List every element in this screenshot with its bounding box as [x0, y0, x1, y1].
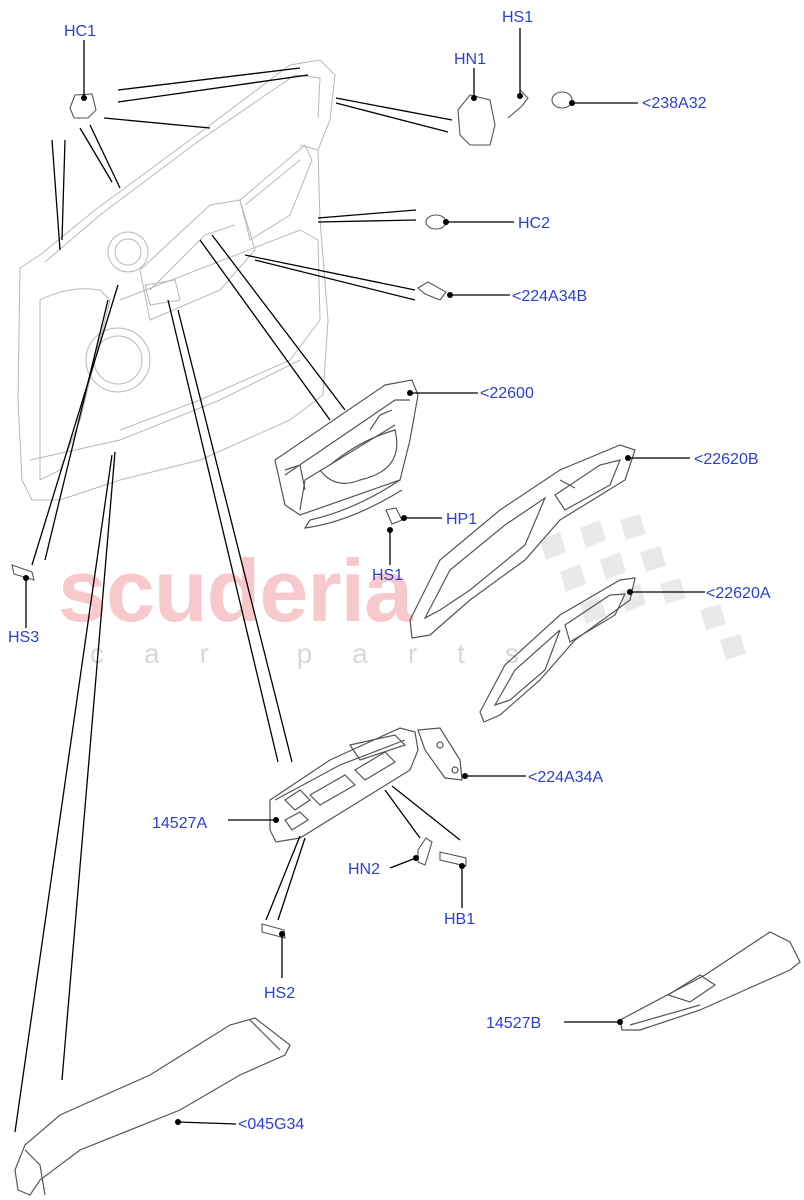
- watermark-brand: scuderia: [58, 541, 413, 640]
- callout-hc2[interactable]: HC2: [518, 215, 551, 232]
- callout-hs2[interactable]: HS2: [264, 985, 296, 1002]
- callout-hs3[interactable]: HS3: [8, 629, 40, 646]
- callout-hs1-mid[interactable]: HS1: [372, 567, 404, 584]
- callout-14527b[interactable]: 14527B: [486, 1015, 542, 1032]
- door-handle-bezel-a-part: [479, 577, 636, 723]
- callout-224a34a[interactable]: <224A34A: [528, 769, 604, 786]
- callout-22620a[interactable]: <22620A: [706, 585, 771, 602]
- watermark-tagline: car parts: [90, 638, 559, 669]
- callout-hb1[interactable]: HB1: [444, 911, 476, 928]
- screw-hs2-part: [261, 923, 286, 939]
- clip-238a32-part: [551, 91, 573, 109]
- callout-238a32[interactable]: <238A32: [642, 95, 707, 112]
- callout-hs1-top[interactable]: HS1: [502, 9, 534, 26]
- nut-hn1-part: [457, 94, 496, 146]
- clip-224a34b-part: [417, 281, 447, 301]
- callout-224a34b[interactable]: <224A34B: [512, 288, 588, 305]
- screw-hs1-top-part: [507, 89, 529, 119]
- door-handle-housing-part: [274, 379, 419, 529]
- screw-hs3-part: [11, 564, 35, 581]
- switch-pack-b-part: [619, 931, 801, 1031]
- callout-hc1[interactable]: HC1: [64, 23, 97, 40]
- door-handle-bezel-b-part: [409, 444, 636, 639]
- callout-22620b[interactable]: <22620B: [694, 451, 759, 468]
- leader-dots: [23, 93, 633, 1125]
- callout-14527a[interactable]: 14527A: [152, 815, 208, 832]
- small-parts: [11, 89, 573, 939]
- callout-hn1[interactable]: HN1: [454, 51, 487, 68]
- bolt-hb1-part: [439, 851, 467, 867]
- callout-22600[interactable]: <22600: [480, 385, 534, 402]
- callout-045g34[interactable]: <045G34: [238, 1116, 305, 1133]
- leader-lines: [14, 28, 705, 1133]
- pin-hp1-part: [385, 507, 403, 525]
- callout-hn2[interactable]: HN2: [348, 861, 381, 878]
- watermark-flag-icon: [540, 514, 746, 660]
- callout-hp1[interactable]: HP1: [446, 511, 478, 528]
- clip-hc1-part: [69, 93, 97, 119]
- armrest-pad-part: [14, 1017, 291, 1196]
- switch-bracket-part: [417, 727, 463, 781]
- nut-hn2-part: [417, 837, 433, 866]
- switch-pack-part: [269, 727, 419, 843]
- door-trim-panel: [17, 59, 336, 501]
